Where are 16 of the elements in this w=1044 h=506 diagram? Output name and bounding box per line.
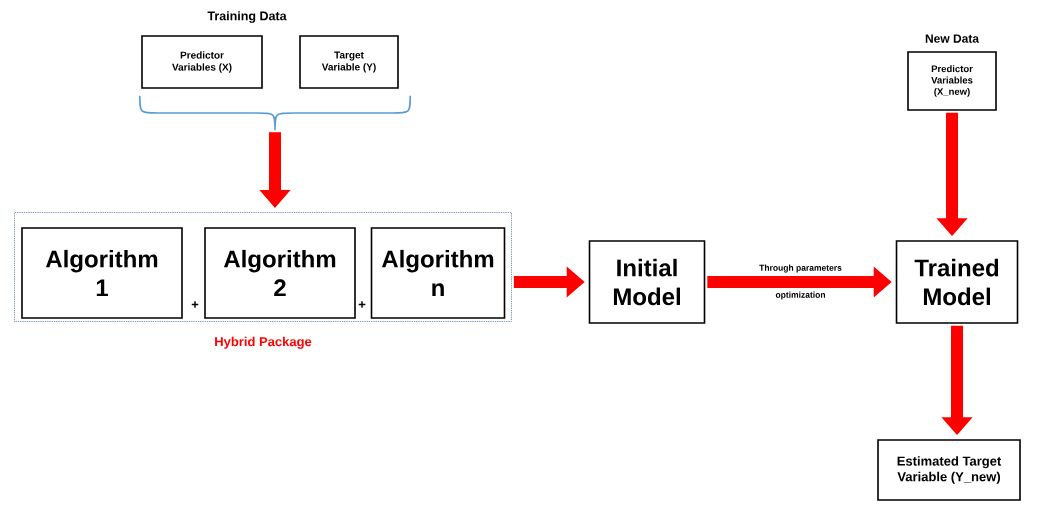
process-box: Target Variable (Y) [299,35,399,89]
heading: New Data [925,34,980,43]
process-box: Algorithm n [370,227,506,319]
process-box: Algorithm 2 [204,227,356,319]
heading: Hybrid Package [215,336,312,349]
process-box: Trained Model [895,240,1019,324]
process-box: Estimated Target Variable (Y_new) [877,439,1021,501]
heading: Training Data [207,11,287,23]
process-box: Predictor Variables (X) [141,35,263,89]
bracket [139,95,411,131]
process-box: Predictor Variables (X_new) [907,51,997,111]
process-box: Initial Model [588,240,706,324]
process-box: Algorithm 1 [21,227,183,319]
plus-sign: + [191,301,199,308]
edge-label: Through parameters optimization [759,264,842,300]
plus-sign: + [358,301,366,308]
